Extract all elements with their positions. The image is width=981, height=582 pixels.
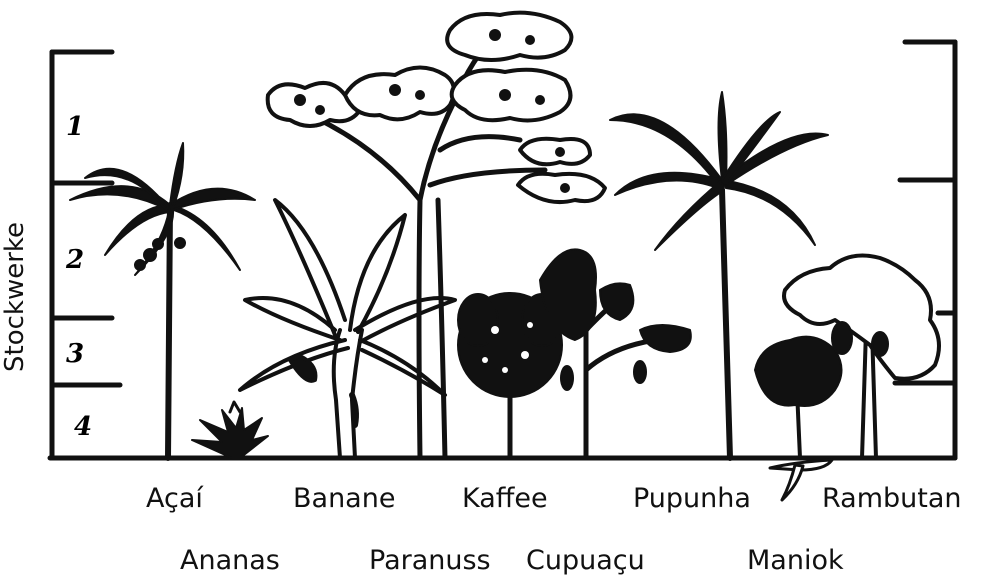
- label-pupunha: Pupunha: [633, 485, 751, 512]
- tier-label-1: 1: [66, 112, 84, 142]
- ananas-drawing: [192, 402, 268, 458]
- label-paranuss: Paranuss: [369, 547, 491, 574]
- label-maniok: Maniok: [747, 547, 844, 574]
- label-acai: Açaí: [146, 485, 203, 512]
- label-kaffee: Kaffee: [462, 485, 548, 512]
- label-rambutan: Rambutan: [822, 485, 962, 512]
- right-tier-scale: [895, 42, 955, 458]
- maniok-drawing: [755, 337, 842, 500]
- kaffee-drawing: [458, 293, 562, 458]
- tier-label-4: 4: [74, 412, 92, 442]
- tier-label-2: 2: [65, 245, 84, 275]
- cupuacu-drawing: [540, 249, 691, 458]
- acai-palm-drawing: [70, 143, 255, 458]
- tier-label-3: 3: [66, 339, 84, 369]
- left-tier-scale: [52, 52, 120, 458]
- axis-title-stockwerke: Stockwerke: [2, 222, 28, 372]
- banane-drawing: [240, 200, 455, 458]
- label-cupuacu: Cupuaçu: [526, 547, 645, 574]
- label-banane: Banane: [293, 485, 395, 512]
- label-ananas: Ananas: [180, 547, 280, 574]
